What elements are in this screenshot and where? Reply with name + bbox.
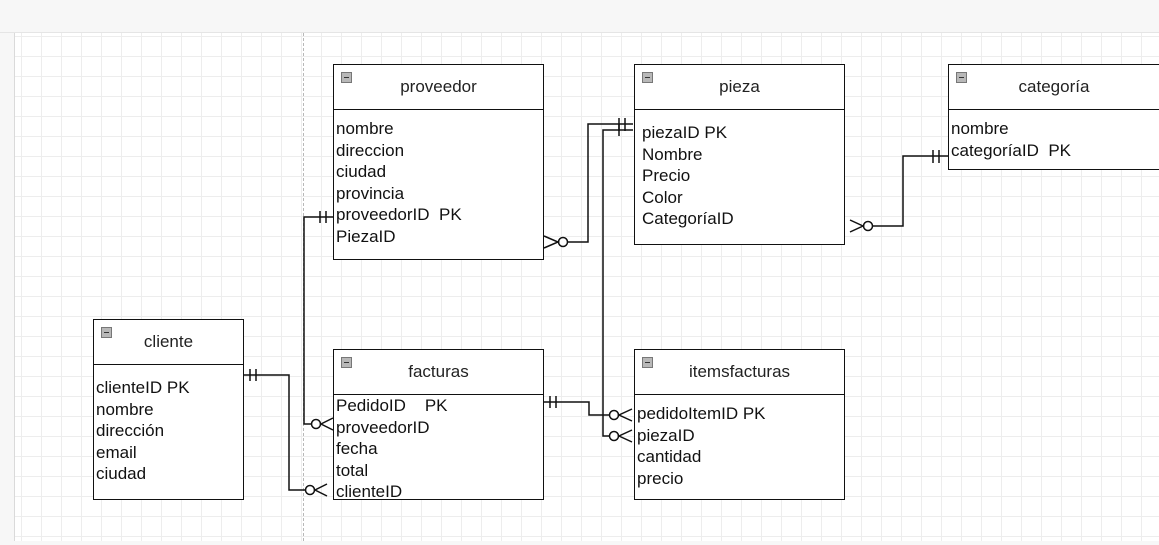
collapse-icon[interactable] [101, 327, 112, 338]
one-bar-marker [932, 150, 940, 163]
relationship-proveedor-pieza[interactable] [543, 118, 633, 249]
relationship-proveedor-facturas[interactable] [303, 211, 334, 431]
entity-title: pieza [719, 77, 760, 96]
relationship-cliente-facturas[interactable] [244, 369, 328, 497]
top-toolbar [0, 0, 1159, 33]
attribute[interactable]: CategoríaID [642, 209, 734, 229]
entity-header[interactable]: itemsfacturas [635, 350, 844, 395]
entity-header[interactable]: proveedor [334, 65, 543, 110]
entity-header[interactable]: categoría [949, 65, 1159, 110]
attribute[interactable]: proveedorID PK [336, 205, 462, 225]
attribute[interactable]: cantidad [637, 447, 702, 467]
relationship-line[interactable] [602, 129, 633, 437]
entity-itemsfacturas[interactable]: itemsfacturas pedidoItemID PK piezaID ca… [634, 349, 845, 500]
collapse-icon[interactable] [956, 72, 967, 83]
relationship-facturas-itemsfacturas[interactable] [544, 396, 633, 422]
collapse-icon[interactable] [341, 357, 352, 368]
zero-marker [608, 430, 620, 442]
relationship-line[interactable] [544, 401, 609, 416]
zero-marker [862, 220, 874, 232]
attribute[interactable]: categoríaID PK [951, 140, 1072, 160]
attribute[interactable]: provincia [336, 183, 405, 203]
entity-title: cliente [143, 332, 194, 351]
relationship-line[interactable] [873, 155, 948, 227]
entity-title: categoría [1018, 77, 1090, 96]
attribute[interactable]: nombre [951, 119, 1009, 138]
attribute[interactable]: direccion [336, 140, 405, 160]
left-panel-edge [0, 33, 15, 545]
attribute[interactable]: total [336, 460, 369, 480]
collapse-icon[interactable] [642, 357, 653, 368]
many-crowfoot-marker [849, 219, 865, 233]
relationship-line[interactable] [303, 216, 333, 425]
entity-title: proveedor [400, 77, 477, 96]
entity-header[interactable]: facturas [334, 350, 543, 395]
many-crowfoot-marker [617, 429, 633, 443]
attribute[interactable]: PedidoID PK [336, 396, 448, 415]
relationship-line[interactable] [244, 374, 305, 491]
many-crowfoot-marker [543, 235, 560, 249]
entity-pieza[interactable]: pieza piezaID PK Nombre Precio Color Cat… [634, 64, 845, 245]
zero-marker [310, 418, 322, 430]
attribute[interactable]: dirección [96, 421, 165, 441]
one-bar-marker [249, 369, 257, 381]
many-crowfoot-marker [319, 417, 334, 431]
one-bar-marker [549, 396, 557, 408]
attribute[interactable]: Precio [642, 166, 691, 186]
one-bar-marker [319, 211, 327, 223]
relationship-line[interactable] [568, 123, 633, 243]
entity-proveedor[interactable]: proveedor nombre direccion ciudad provin… [333, 64, 544, 260]
entity-title: itemsfacturas [688, 362, 791, 381]
many-crowfoot-marker [313, 483, 328, 497]
zero-marker [304, 484, 316, 496]
attribute[interactable]: Color [642, 187, 683, 207]
collapse-icon[interactable] [341, 72, 352, 83]
entity-header[interactable]: cliente [94, 320, 243, 365]
entity-title: facturas [408, 362, 469, 381]
many-crowfoot-marker [617, 408, 633, 422]
attribute[interactable]: nombre [336, 119, 394, 138]
attribute[interactable]: email [96, 442, 137, 462]
attribute[interactable]: proveedorID [336, 417, 430, 437]
attribute[interactable]: ciudad [336, 162, 387, 182]
attribute[interactable]: pedidoItemID PK [637, 404, 766, 423]
attribute[interactable]: ciudad [96, 464, 147, 484]
attribute[interactable]: clienteID [336, 482, 403, 502]
entity-facturas[interactable]: facturas PedidoID PK proveedorID fecha t… [333, 349, 544, 502]
attribute[interactable]: Nombre [642, 144, 703, 164]
attribute[interactable]: PiezaID [336, 226, 396, 246]
bottom-edge [0, 541, 1159, 545]
zero-marker [608, 409, 620, 421]
attribute[interactable]: nombre [96, 399, 154, 419]
entity-cliente[interactable]: cliente clienteID PK nombre dirección em… [93, 319, 244, 500]
entity-header[interactable]: pieza [635, 65, 844, 110]
attribute[interactable]: piezaID [637, 425, 695, 445]
attribute[interactable]: fecha [336, 439, 378, 459]
relationship-pieza-categoria[interactable] [849, 150, 948, 233]
attribute[interactable]: clienteID PK [96, 378, 190, 397]
attribute[interactable]: precio [637, 468, 684, 488]
collapse-icon[interactable] [642, 72, 653, 83]
relationship-pieza-itemsfacturas[interactable] [602, 124, 633, 443]
entity-categoria[interactable]: categoría nombre categoríaID PK [948, 64, 1159, 170]
attribute[interactable]: piezaID PK [642, 123, 728, 142]
